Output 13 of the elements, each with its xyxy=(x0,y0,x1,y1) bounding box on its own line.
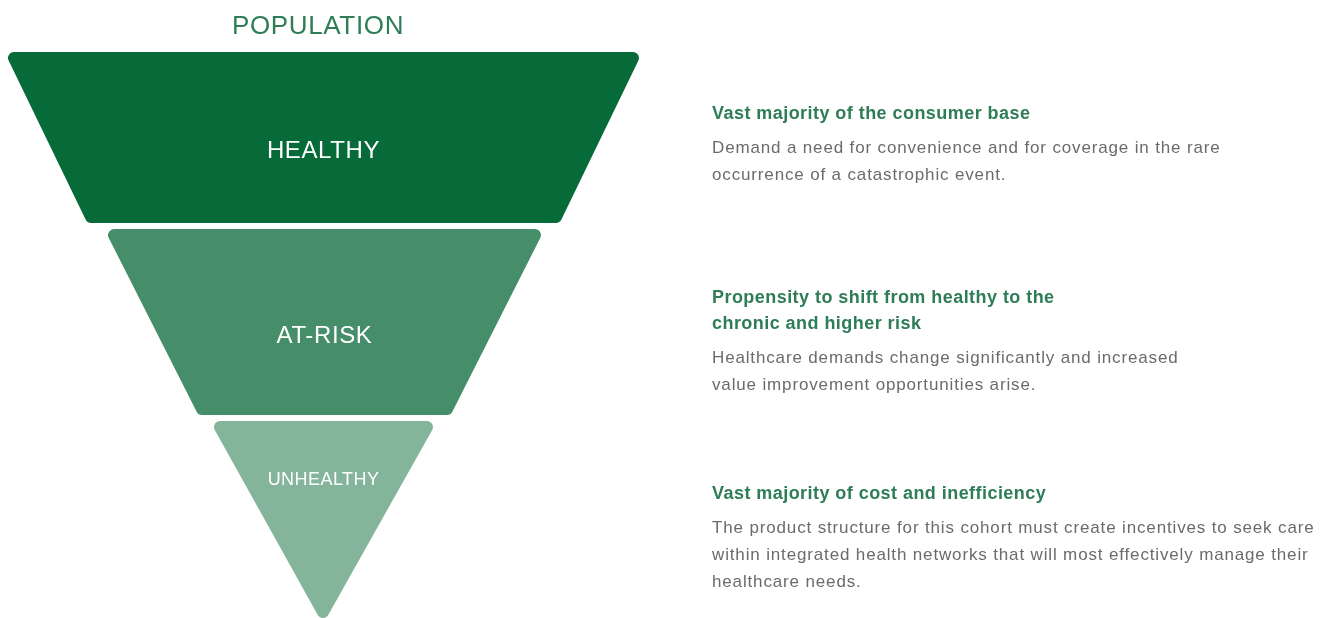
title: POPULATION xyxy=(230,9,406,42)
description-text: Healthcare demands change significantly and increased value improvement opportunities arise. xyxy=(712,347,1180,396)
description-heading: Vast majority of the consumer base xyxy=(712,102,1032,125)
description-text: Demand a need for convenience and for coverage in the rare occurrence of a catastrophic event. xyxy=(712,137,1222,186)
funnel-segment xyxy=(8,52,639,223)
segment-label: HEALTHY xyxy=(266,135,381,165)
description-heading: Propensity to shift from healthy to the chronic and higher risk xyxy=(712,286,1056,335)
funnel-segment xyxy=(108,229,541,415)
funnel-segment xyxy=(214,421,433,618)
description-text: The product structure for this cohort must create incentives to seek care within integrated health networks that will most effectively manage their healthcare needs. xyxy=(712,517,1316,593)
segment-label: AT-RISK xyxy=(276,320,373,350)
segment-label: UNHEALTHY xyxy=(267,468,380,491)
description-heading: Vast majority of cost and inefficiency xyxy=(712,482,1048,505)
